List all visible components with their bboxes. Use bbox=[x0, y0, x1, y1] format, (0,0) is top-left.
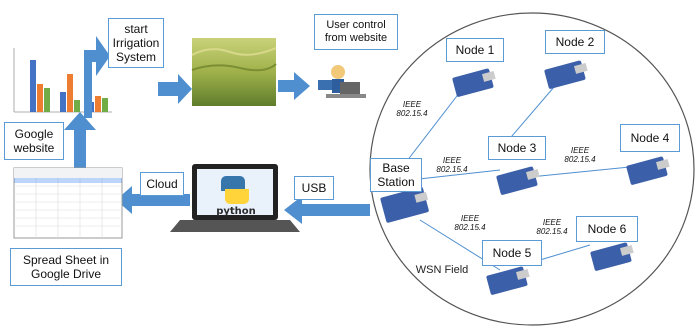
spreadsheet-icon bbox=[13, 167, 123, 239]
xbee-board-icon bbox=[380, 60, 670, 295]
user-at-computer-icon bbox=[318, 65, 366, 98]
node-5-label: Node 5 bbox=[482, 240, 542, 266]
arrow-usb-to-laptop bbox=[284, 196, 370, 224]
start-irrigation-box: start Irrigation System bbox=[108, 18, 164, 68]
node-3-label: Node 3 bbox=[488, 136, 546, 160]
user-control-box: User control from website bbox=[314, 14, 398, 50]
node-1-label: Node 1 bbox=[446, 38, 504, 62]
usb-box: USB bbox=[294, 176, 334, 200]
python-logo-icon bbox=[221, 176, 249, 204]
node-2-label: Node 2 bbox=[545, 30, 605, 54]
node-4-label: Node 4 bbox=[620, 124, 680, 152]
python-logo-text: python bbox=[216, 206, 256, 217]
arrow-to-field bbox=[158, 74, 192, 104]
node-6-label: Node 6 bbox=[576, 216, 638, 242]
cloud-box: Cloud bbox=[140, 172, 184, 196]
arrow-to-google-website bbox=[64, 112, 96, 168]
arrow-laptop-to-sheet bbox=[116, 186, 190, 214]
wsn-field-label: WSN Field bbox=[415, 264, 469, 276]
spreadsheet-caption-box: Spread Sheet in Google Drive bbox=[10, 248, 122, 286]
google-website-box: Google website bbox=[4, 122, 64, 160]
arrow-to-user bbox=[278, 72, 310, 100]
rice-field-icon bbox=[191, 38, 277, 106]
base-station-label: Base Station bbox=[370, 158, 422, 192]
arrow-to-irrigation bbox=[84, 36, 110, 118]
